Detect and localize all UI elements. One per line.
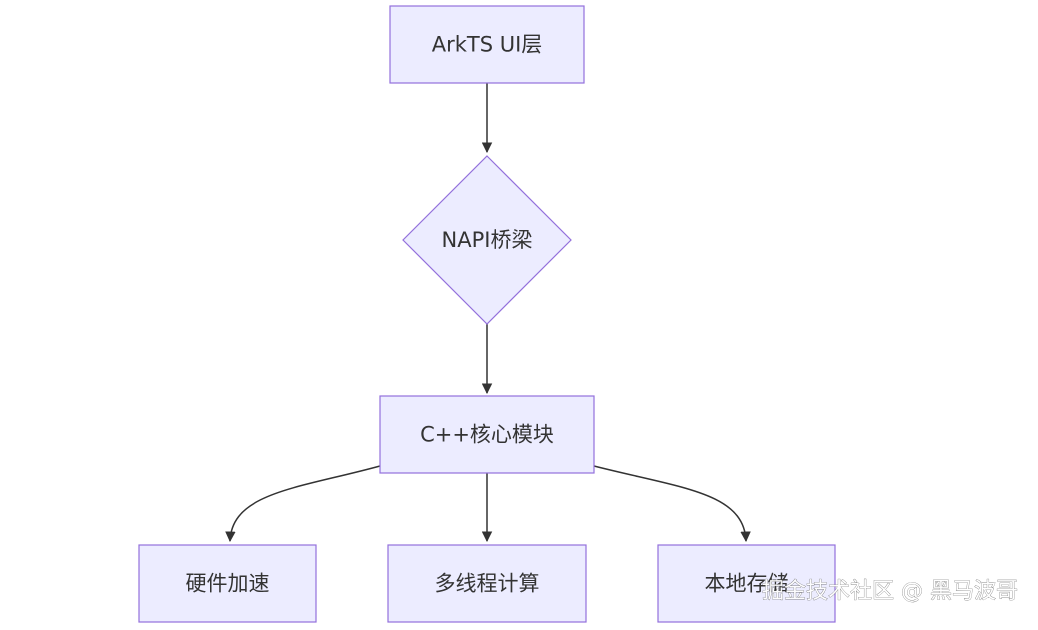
node-multithread: 多线程计算	[387, 544, 587, 623]
node-local-storage: 本地存储	[657, 544, 836, 623]
node-cpp-core: C++核心模块	[379, 395, 595, 474]
node-label-cpp-core: C++核心模块	[420, 423, 554, 447]
node-label-hw-accel: 硬件加速	[186, 572, 270, 596]
edge-cpp-to-storage	[593, 465, 751, 543]
node-label-napi-bridge: NAPI桥梁	[442, 228, 533, 252]
edge-cpp-to-hardware	[225, 465, 381, 543]
node-arkts-ui: ArkTS UI层	[389, 5, 585, 84]
node-hw-accel: 硬件加速	[138, 544, 317, 623]
edges	[225, 83, 751, 543]
node-label-local-storage: 本地存储	[705, 572, 789, 596]
watermark-text: 掘金技术社区 @ 黑马波哥	[762, 579, 1018, 604]
node-napi-bridge: NAPI桥梁	[402, 155, 572, 325]
node-label-multithread: 多线程计算	[435, 572, 540, 596]
node-label-arkts-ui: ArkTS UI层	[432, 33, 543, 57]
